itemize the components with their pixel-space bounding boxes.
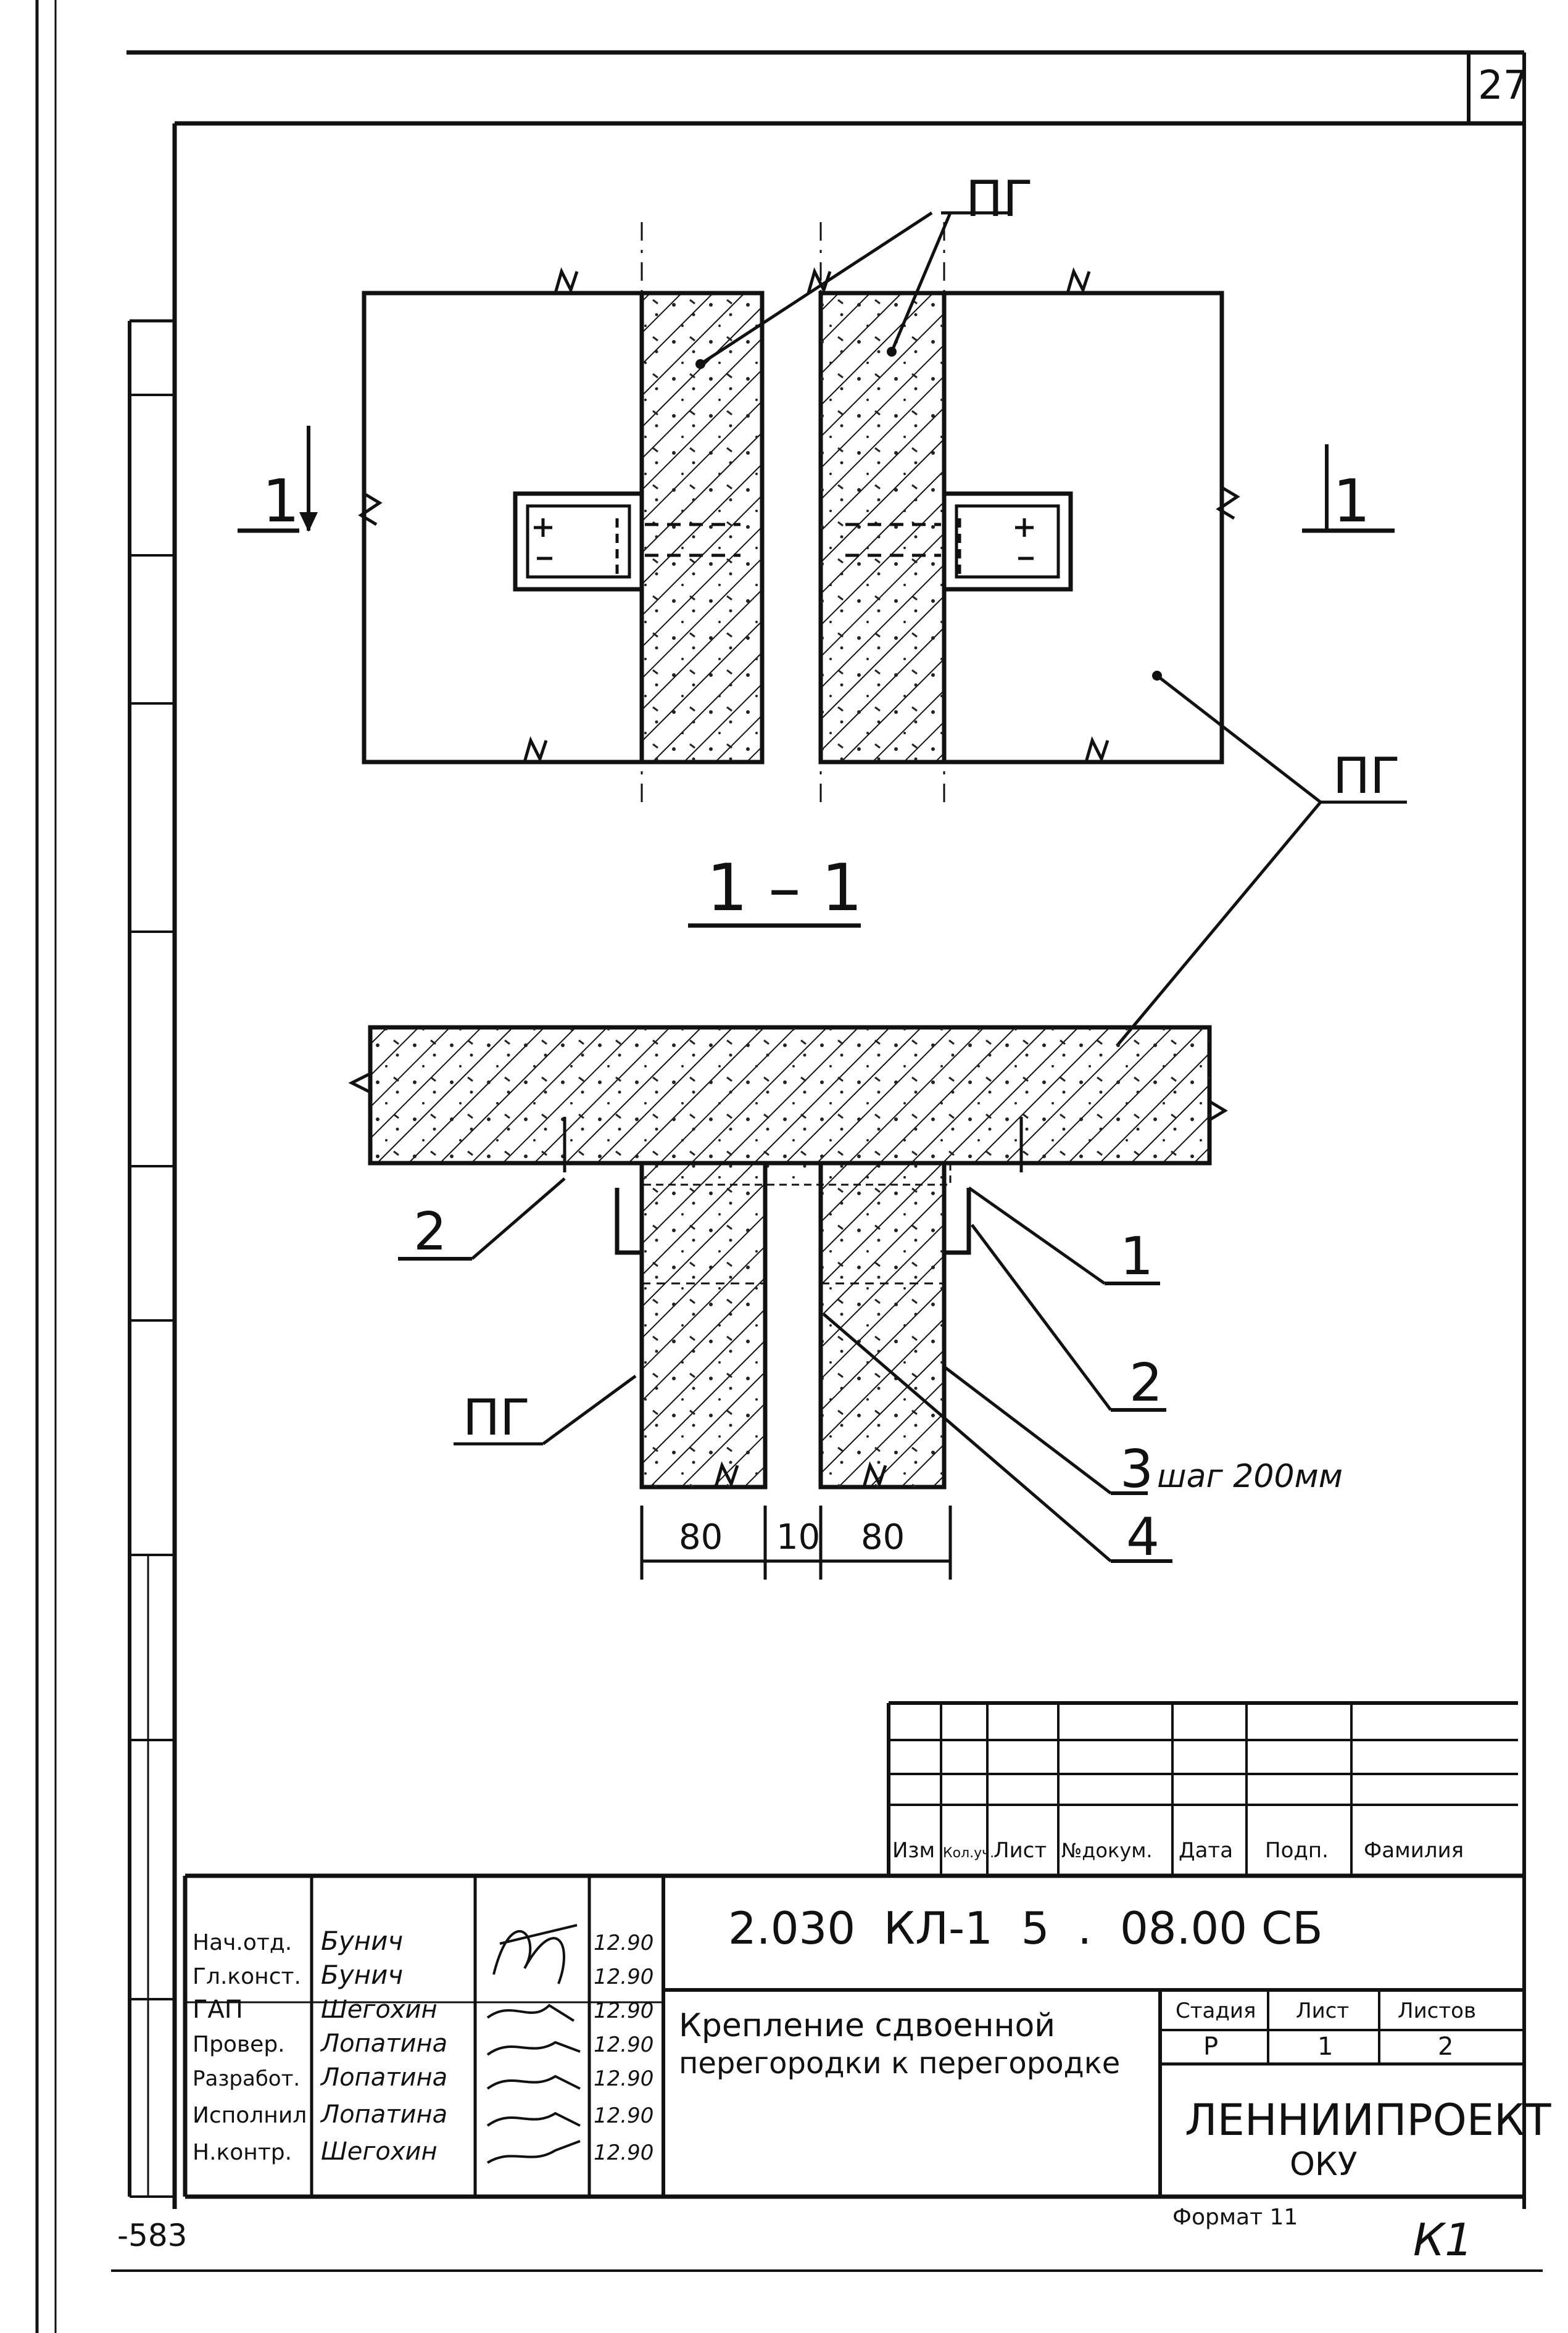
svg-text:Шегохин: Шегохин <box>321 1995 438 2024</box>
sheets-header: Листов <box>1398 1999 1476 2023</box>
section-1-1: 1 – 1 2 1 2 <box>348 850 1343 1580</box>
svg-text:12.90: 12.90 <box>594 2066 653 2091</box>
svg-text:Изм: Изм <box>892 1838 935 1863</box>
side-code: -583 <box>117 2218 187 2253</box>
svg-text:Разработ.: Разработ. <box>193 2066 300 2091</box>
organization-name: ЛЕННИИПРОЕКТ <box>1185 2095 1551 2145</box>
section-mark-right: 1 <box>1302 444 1395 536</box>
sheet-value: 1 <box>1317 2033 1333 2061</box>
dimension-line <box>640 1506 952 1580</box>
plan-view: 1 1 ПГ ПГ <box>238 170 1407 1047</box>
svg-text:Исполнил: Исполнил <box>193 2103 307 2128</box>
drawing-title-line2: перегородки к перегородке <box>679 2046 1120 2081</box>
label-pg-top: ПГ <box>966 170 1033 228</box>
signatures <box>486 1924 581 2164</box>
svg-text:12.90: 12.90 <box>594 1965 653 1989</box>
dim-80-right: 80 <box>861 1517 905 1557</box>
callout-4: 4 <box>1126 1507 1159 1568</box>
corner-mark: К1 <box>1413 2214 1473 2266</box>
svg-text:12.90: 12.90 <box>594 2103 653 2128</box>
svg-text:Нач.отд.: Нач.отд. <box>193 1930 292 1955</box>
svg-text:Лопатина: Лопатина <box>320 2029 447 2058</box>
svg-text:Бунич: Бунич <box>321 1960 403 1990</box>
svg-text:ГАП: ГАП <box>193 1995 243 2024</box>
svg-text:Кол.уч.: Кол.уч. <box>943 1846 994 1861</box>
section-mark-left: 1 <box>238 426 318 536</box>
callout-3-note: шаг 200мм <box>1157 1458 1343 1495</box>
stage-value: Р <box>1203 2033 1218 2061</box>
sheets-value: 2 <box>1438 2033 1453 2061</box>
sheet-number: 27 <box>1478 63 1528 109</box>
svg-text:1: 1 <box>1333 468 1370 536</box>
stage-header: Стадия <box>1176 1999 1256 2023</box>
title-block-grid <box>183 1873 1524 2199</box>
callout-1: 1 <box>1120 1226 1153 1287</box>
svg-text:Лист: Лист <box>993 1838 1047 1863</box>
drawing-title-line1: Крепление сдвоенной <box>679 2007 1055 2044</box>
svg-text:Шегохин: Шегохин <box>321 2137 438 2166</box>
svg-text:12.90: 12.90 <box>594 2033 653 2057</box>
svg-text:Лопатина: Лопатина <box>320 2100 447 2129</box>
organization-dept: ОКУ <box>1290 2146 1358 2183</box>
section-title: 1 – 1 <box>707 850 863 926</box>
callout-2-right: 2 <box>1129 1353 1163 1414</box>
svg-text:12.90: 12.90 <box>594 1999 653 2023</box>
callout-3: 3 <box>1120 1439 1153 1500</box>
bracket-right <box>942 491 1073 592</box>
svg-text:Провер.: Провер. <box>193 2032 285 2057</box>
label-pg-right: ПГ <box>1333 747 1400 805</box>
svg-text:12.90: 12.90 <box>594 1931 653 1955</box>
designation: 2.030 КЛ-1 5 . 08.00 СБ <box>728 1902 1323 1954</box>
sheet-frame <box>35 0 1543 2333</box>
bracket-left <box>513 491 644 592</box>
dim-80-left: 80 <box>679 1517 723 1557</box>
format-label: Формат 11 <box>1172 2205 1298 2230</box>
dim-10: 10 <box>776 1517 820 1557</box>
sheet-header: Лист <box>1296 1999 1349 2023</box>
svg-text:Лопатина: Лопатина <box>320 2063 447 2092</box>
svg-text:1: 1 <box>262 468 299 536</box>
svg-text:Бунич: Бунич <box>321 1926 403 1956</box>
svg-text:Н.контр.: Н.контр. <box>193 2140 292 2165</box>
svg-text:Подп.: Подп. <box>1265 1838 1329 1863</box>
revision-table-headers: Изм Кол.уч. Лист №докум. Дата Подп. Фами… <box>892 1838 1464 1863</box>
svg-text:Дата: Дата <box>1179 1838 1233 1863</box>
svg-text:12.90: 12.90 <box>594 2140 653 2165</box>
svg-text:№докум.: №докум. <box>1061 1839 1153 1862</box>
svg-text:Фамилия: Фамилия <box>1364 1838 1464 1863</box>
svg-text:Гл.конст.: Гл.конст. <box>193 1964 301 1989</box>
label-pg-section: ПГ <box>463 1389 530 1446</box>
signers-list: Нач.отд. Бунич 12.90 Гл.конст. Бунич 12.… <box>193 1926 653 2166</box>
callout-2-left: 2 <box>413 1201 447 1262</box>
plan-left-panel <box>362 291 644 765</box>
